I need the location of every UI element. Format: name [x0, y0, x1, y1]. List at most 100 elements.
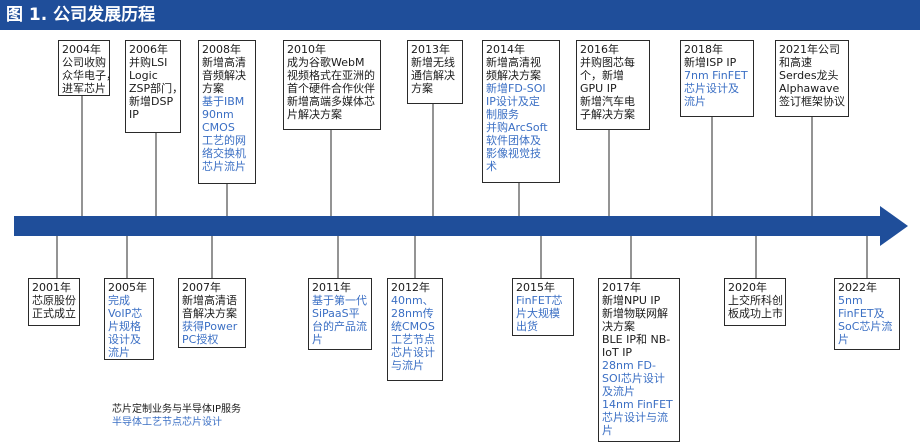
event-text-line: 方案 [202, 82, 224, 95]
event-text-line: 片大规模 [516, 307, 560, 320]
event-year: 2010年 [287, 43, 326, 56]
event-year: 2021年公司 [779, 43, 840, 56]
bottom-event-box: 2001年芯原股份正式成立 [28, 278, 80, 326]
event-text-line: 子解决方案 [580, 108, 635, 121]
event-text-line: 软件团体及 [486, 134, 541, 147]
event-text-line: 片规格 [108, 320, 141, 333]
event-text-line: 新增NPU IP [602, 294, 661, 307]
event-text-line: 设计及 [108, 333, 141, 346]
event-text-line: FinFET及 [838, 307, 885, 320]
event-text-line: 个，新增 [580, 69, 624, 82]
event-text-line: 成为谷歌WebM [287, 56, 365, 69]
event-text-line: 新增汽车电 [580, 95, 635, 108]
timeline-arrow [14, 206, 908, 246]
event-text-line: 众华电子， [62, 69, 109, 82]
event-text-line: 流片 [108, 346, 130, 359]
event-text-line: 片 [838, 333, 849, 346]
event-text-line: 出货 [516, 320, 538, 333]
event-text-line: 片解决方案 [287, 108, 342, 121]
event-year: 2022年 [838, 281, 877, 294]
connector-group [56, 96, 868, 278]
event-year: 2014年 [486, 43, 525, 56]
event-text-line: 40nm、 [391, 294, 434, 307]
event-text-line: 芯片设计 [391, 346, 435, 359]
event-text-line: 音频解决 [202, 69, 246, 82]
event-text-line: 首个硬件合作伙伴 [287, 82, 375, 95]
event-text-line: PC授权 [182, 333, 219, 346]
event-year: 2015年 [516, 281, 555, 294]
event-text-line: 制服务 [486, 108, 519, 121]
event-text-line: 基于IBM [202, 95, 245, 108]
event-text-line: CMOS [202, 121, 235, 134]
event-text-line: 芯片设计与流 [602, 411, 668, 424]
event-text-line: VoIP芯 [108, 307, 143, 320]
event-text-line: SiPaaS平 [312, 307, 360, 320]
event-text-line: 新增高端多媒体芯 [287, 95, 375, 108]
event-text-line: 及流片 [602, 385, 635, 398]
event-text-line: 术 [486, 160, 497, 173]
event-text-line: 新增高清视 [486, 56, 541, 69]
event-text-line: 台的产品流 [312, 320, 367, 333]
event-text-line: 芯原股份 [32, 294, 76, 307]
event-text-line: 片 [312, 333, 323, 346]
event-text-line: 络交换机 [202, 147, 246, 160]
event-text-line: 新增物联网解 [602, 307, 668, 320]
event-text-line: 统CMOS [391, 320, 435, 333]
event-text-line: 影像视觉技 [486, 147, 541, 160]
legend-item-process-node: 半导体工艺节点芯片设计 [112, 417, 222, 428]
event-text-line: BLE IP和 NB- [602, 333, 671, 346]
legend: 芯片定制业务与半导体IP服务 半导体工艺节点芯片设计 [112, 403, 241, 429]
event-text-line: SoC芯片流 [838, 320, 893, 333]
event-text-line: 并购LSI [129, 56, 168, 69]
event-text-line: 通信解决 [411, 69, 455, 82]
event-text-line: 板成功上市 [728, 307, 783, 320]
event-text-line: 音解决方案 [182, 307, 237, 320]
event-year: 2011年 [312, 281, 351, 294]
event-text-line: 新增DSP [129, 95, 174, 108]
legend-item-custom-chip: 芯片定制业务与半导体IP服务 [112, 404, 241, 415]
event-text-line: 片 [602, 424, 613, 437]
event-text-line: FinFET芯 [516, 294, 563, 307]
event-year: 2004年 [62, 43, 101, 56]
figure-header: 图 1. 公司发展历程 [0, 0, 920, 30]
event-year: 2012年 [391, 281, 430, 294]
event-year: 2020年 [728, 281, 767, 294]
event-year: 2005年 [108, 281, 147, 294]
figure-title: 图 1. 公司发展历程 [6, 5, 156, 25]
event-text-line: 基于第一代 [312, 294, 367, 307]
event-text-line: IP [129, 108, 139, 121]
event-text-line: 决方案 [602, 320, 635, 333]
event-text-line: Alphawave [779, 82, 840, 95]
event-text-line: 频解决方案 [486, 69, 541, 82]
event-year: 2001年 [32, 281, 71, 294]
event-text-line: 签订框架协议 [779, 95, 845, 108]
event-year: 2017年 [602, 281, 641, 294]
event-text-line: 工艺的网 [202, 134, 246, 147]
event-text-line: 芯片流片 [202, 160, 246, 173]
event-text-line: GPU IP [580, 82, 617, 95]
event-year: 2007年 [182, 281, 221, 294]
event-text-line: 上交所科创 [728, 294, 783, 307]
event-year: 2016年 [580, 43, 619, 56]
bottom-event-box: 2020年上交所科创板成功上市 [724, 278, 786, 326]
event-text-line: 新增无线 [411, 56, 455, 69]
event-text-line: 新增高清 [202, 56, 246, 69]
event-text-line: 进军芯片 [62, 82, 106, 95]
event-text-line: 和高速 [779, 56, 812, 69]
event-text-line: 7nm FinFET [684, 69, 748, 82]
event-text-line: 并购ArcSoft [486, 121, 548, 134]
top-event-box: 2013年新增无线通信解决方案 [407, 40, 463, 104]
event-text-line: 芯片设计及 [684, 82, 739, 95]
event-text-line: ZSP部门， [129, 82, 181, 95]
